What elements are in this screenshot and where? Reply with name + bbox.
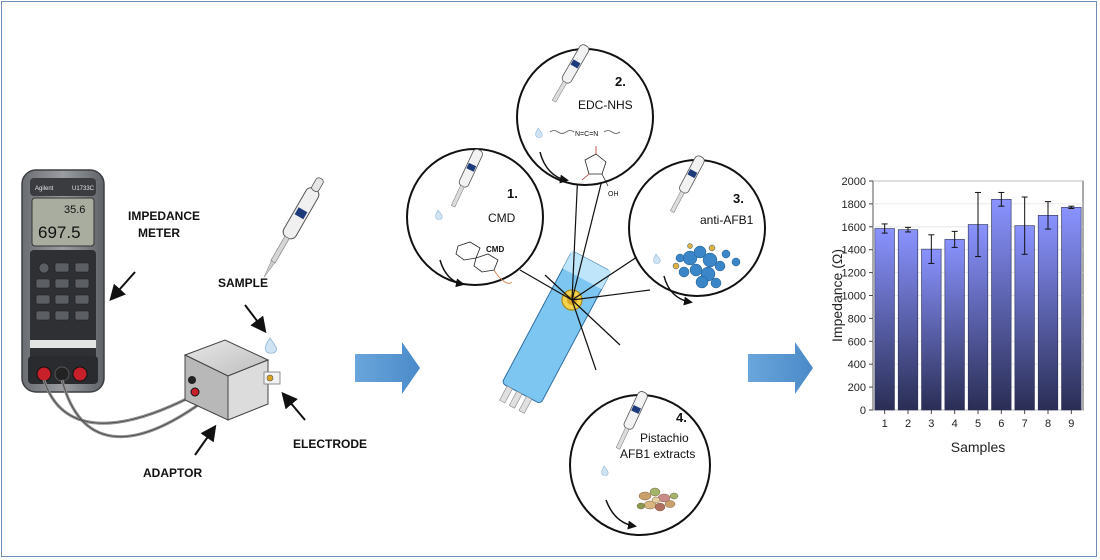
step-4-label-line1: Pistachio xyxy=(640,431,689,445)
pipette-left xyxy=(263,177,324,278)
cmd-molecule xyxy=(455,241,513,284)
meter-brand: Agilent xyxy=(35,186,54,192)
step-3-bubble: 3. anti-AFB1 xyxy=(628,155,766,306)
adaptor-pointer-arrow xyxy=(194,424,217,456)
bar-sample-6 xyxy=(991,199,1012,411)
meter-model: U1733C xyxy=(72,186,95,192)
x-tick-label: 7 xyxy=(1022,418,1028,430)
connector-lines xyxy=(519,169,651,371)
x-tick-label: 6 xyxy=(998,418,1004,430)
y-tick-label: 800 xyxy=(848,313,866,325)
bar-sample-3 xyxy=(921,248,942,411)
adaptor-box xyxy=(183,339,281,421)
x-tick-label: 5 xyxy=(975,418,981,430)
bar-sample-1 xyxy=(874,228,895,411)
step-1-number: 1. xyxy=(507,186,518,201)
step-4-bubble: 4. Pistachio AFB1 extracts xyxy=(569,391,711,536)
impedance-meter-label-1: IMPEDANCE xyxy=(128,209,200,223)
step-3-number: 3. xyxy=(733,191,744,206)
bar-sample-8 xyxy=(1037,215,1059,411)
antibody-cluster xyxy=(672,243,741,289)
y-tick-label: 1600 xyxy=(842,222,866,234)
impedance-meter-label-2: METER xyxy=(138,226,180,240)
chart-x-ticks: 1 2 3 4 5 6 7 8 9 xyxy=(882,410,1074,430)
impedance-meter-device: Agilent U1733C 35.6 697.5 xyxy=(21,169,105,393)
x-tick-label: 2 xyxy=(905,418,911,430)
flow-arrow-1 xyxy=(355,342,420,394)
electrode-pointer-arrow xyxy=(281,391,306,421)
meter-reading-top: 35.6 xyxy=(64,204,85,216)
step-1-bubble: 1. CMD CMD xyxy=(406,148,544,288)
y-tick-label: 200 xyxy=(848,382,866,394)
cmd-molecule-label: CMD xyxy=(486,245,504,254)
chart-y-ticks: 0 200 400 600 800 1000 1200 1400 1600 1800 2000 xyxy=(842,176,873,417)
screen-printed-electrode xyxy=(499,250,612,414)
sample-label: SAMPLE xyxy=(218,276,268,290)
bar-sample-9 xyxy=(1061,207,1082,411)
y-tick-label: 0 xyxy=(860,405,866,417)
y-tick-label: 2000 xyxy=(842,176,866,188)
sample-pointer-arrow xyxy=(244,304,267,334)
meter-keypad xyxy=(35,262,90,321)
chart-x-axis-label: Samples xyxy=(951,439,1005,455)
chart-error-bars xyxy=(881,191,1075,264)
y-tick-label: 1800 xyxy=(842,199,866,211)
bar-sample-2 xyxy=(897,229,919,411)
meter-reading-main: 697.5 xyxy=(38,223,81,242)
nhs-molecule xyxy=(581,146,609,187)
y-tick-label: 1200 xyxy=(842,268,866,280)
step-2-bubble: 2. EDC-NHS N=C=N OH xyxy=(516,44,654,198)
bar-sample-4 xyxy=(944,239,965,411)
x-tick-label: 8 xyxy=(1045,418,1051,430)
y-tick-label: 1400 xyxy=(842,245,866,257)
x-tick-label: 3 xyxy=(928,418,934,430)
meter-pointer-arrow xyxy=(109,271,136,301)
x-tick-label: 1 xyxy=(882,418,888,430)
nhs-oh-label: OH xyxy=(608,191,619,198)
flow-arrow-2 xyxy=(748,342,813,394)
pistachio-pile xyxy=(636,487,679,512)
x-tick-label: 4 xyxy=(952,418,958,430)
meter-cables-outline xyxy=(43,379,206,437)
step-4-number: 4. xyxy=(676,410,687,425)
step-2-number: 2. xyxy=(615,74,626,89)
chart-y-axis-label: Impedance (Ω) xyxy=(829,249,845,342)
sample-droplet xyxy=(264,337,277,354)
electrode-label: ELECTRODE xyxy=(293,437,367,451)
step-2-label: EDC-NHS xyxy=(578,98,633,112)
impedance-bar-chart: 0 200 400 600 800 1000 1200 1400 1600 1800 2000 1 2… xyxy=(829,176,1084,455)
edc-formula: N=C=N xyxy=(575,131,598,138)
step-1-label: CMD xyxy=(488,211,516,225)
adaptor-label: ADAPTOR xyxy=(143,466,202,480)
step-3-label: anti-AFB1 xyxy=(700,213,754,227)
y-tick-label: 1000 xyxy=(842,291,866,303)
x-tick-label: 9 xyxy=(1068,418,1074,430)
step-4-label-line2: AFB1 extracts xyxy=(620,447,695,461)
y-tick-label: 600 xyxy=(848,336,866,348)
y-tick-label: 400 xyxy=(848,359,866,371)
